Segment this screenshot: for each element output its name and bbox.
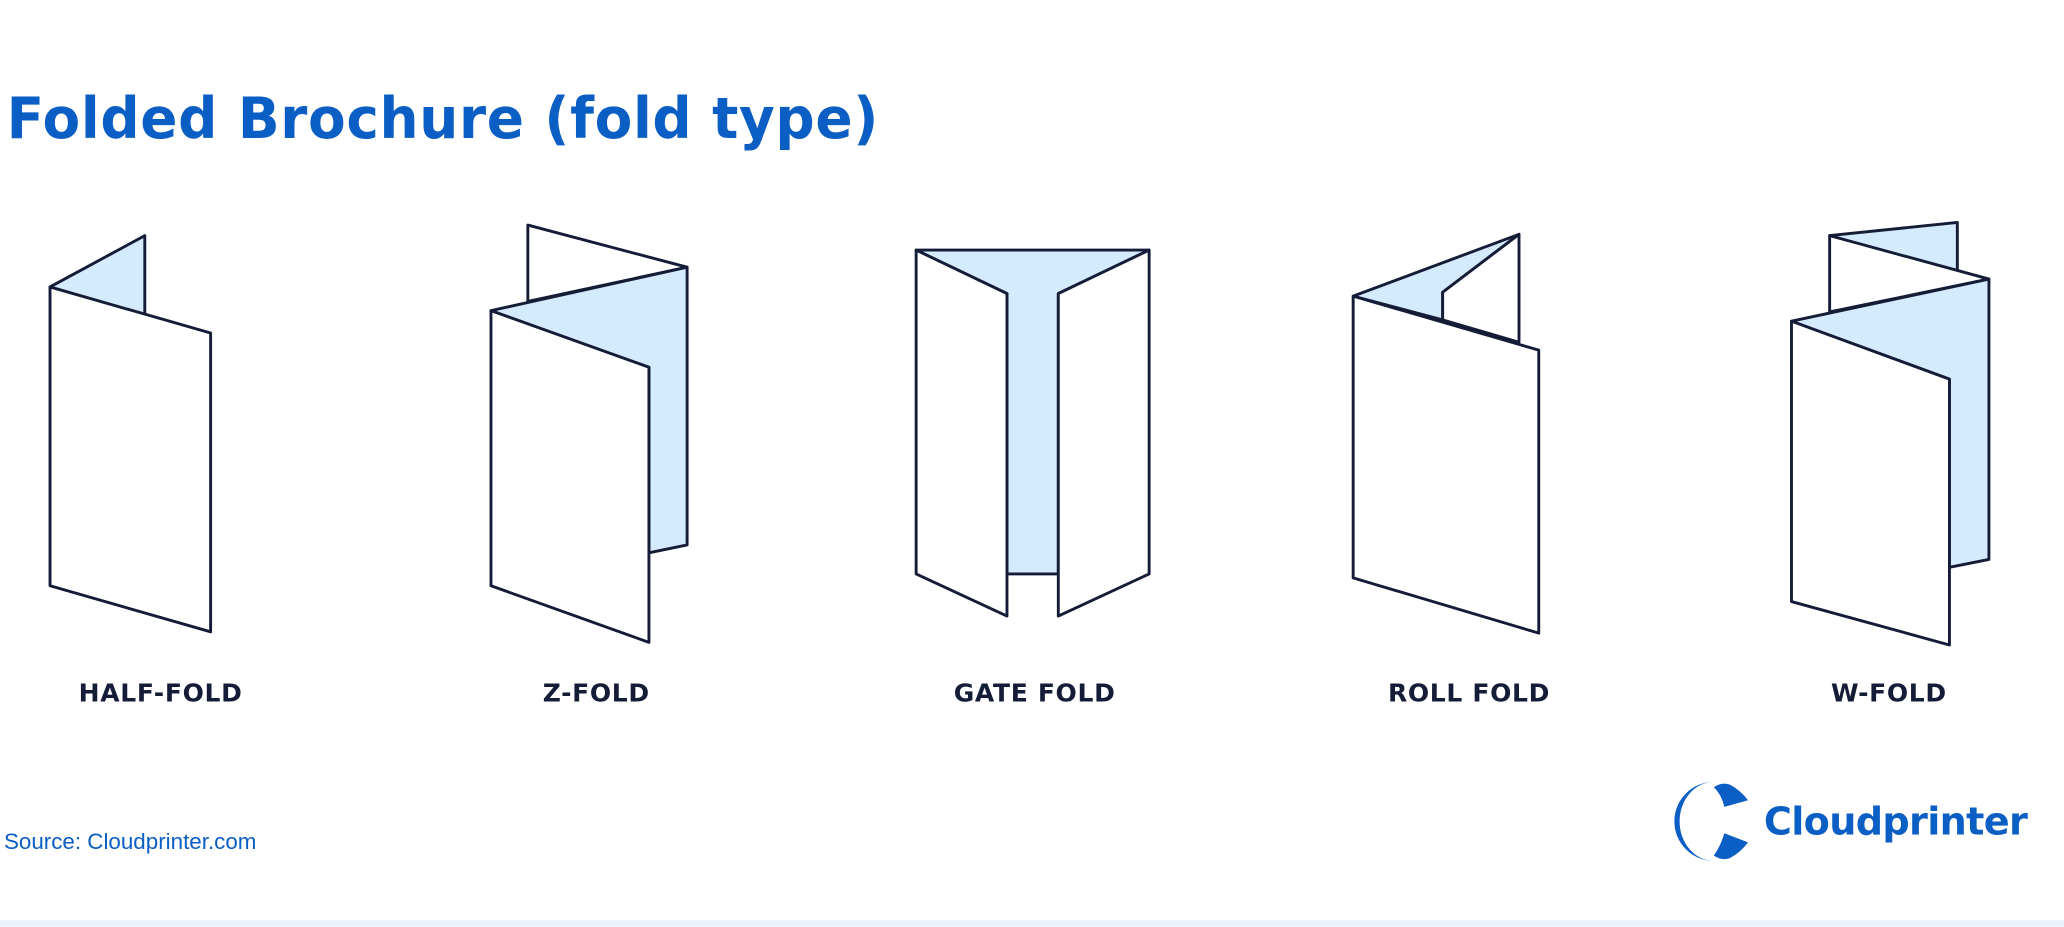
half-fold-illustration [48, 234, 213, 634]
page-title: Folded Brochure (fold type) [6, 86, 879, 153]
source-note: Source: Cloudprinter.com [3, 829, 257, 855]
w-fold-label: W-FOLD [1830, 679, 1947, 709]
z-fold-label: Z-FOLD [542, 679, 650, 709]
w-fold-illustration [1790, 221, 1991, 647]
half-fold-label: HALF-FOLD [78, 679, 243, 709]
roll-fold-label: ROLL FOLD [1387, 679, 1551, 709]
gate-fold-illustration [914, 248, 1151, 618]
logo-text: Cloudprinter [1763, 798, 2028, 844]
bottom-band [0, 920, 2064, 927]
z-fold-illustration [489, 223, 689, 644]
roll-fold-illustration [1351, 232, 1541, 635]
cloudprinter-logo: Cloudprinter [1674, 779, 2028, 863]
cloudprinter-logo-icon [1674, 781, 1749, 861]
gate-fold-label: GATE FOLD [953, 679, 1116, 709]
